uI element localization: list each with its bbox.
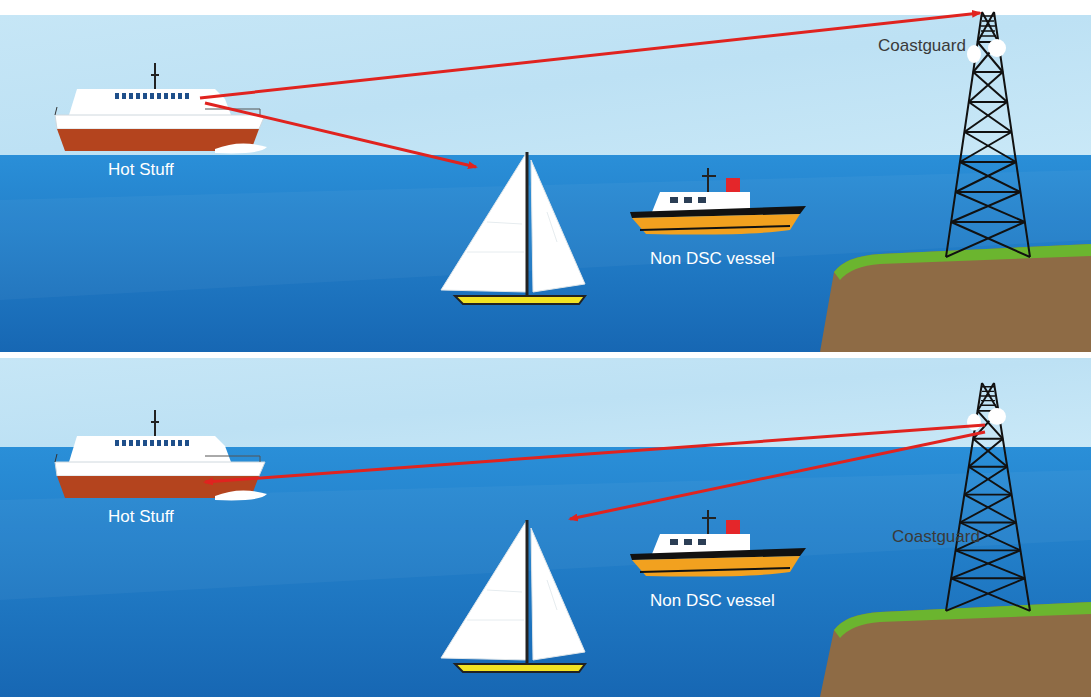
bottom-panel — [0, 358, 1091, 697]
vessel-label: Hot Stuff — [108, 160, 174, 180]
station-label: Coastguard — [878, 36, 966, 56]
vessel-label: Non DSC vessel — [650, 249, 775, 269]
station-label: Coastguard — [892, 527, 980, 547]
vessel-label: Hot Stuff — [108, 507, 174, 527]
top-panel — [0, 12, 1091, 352]
vessel-label: Non DSC vessel — [650, 591, 775, 611]
